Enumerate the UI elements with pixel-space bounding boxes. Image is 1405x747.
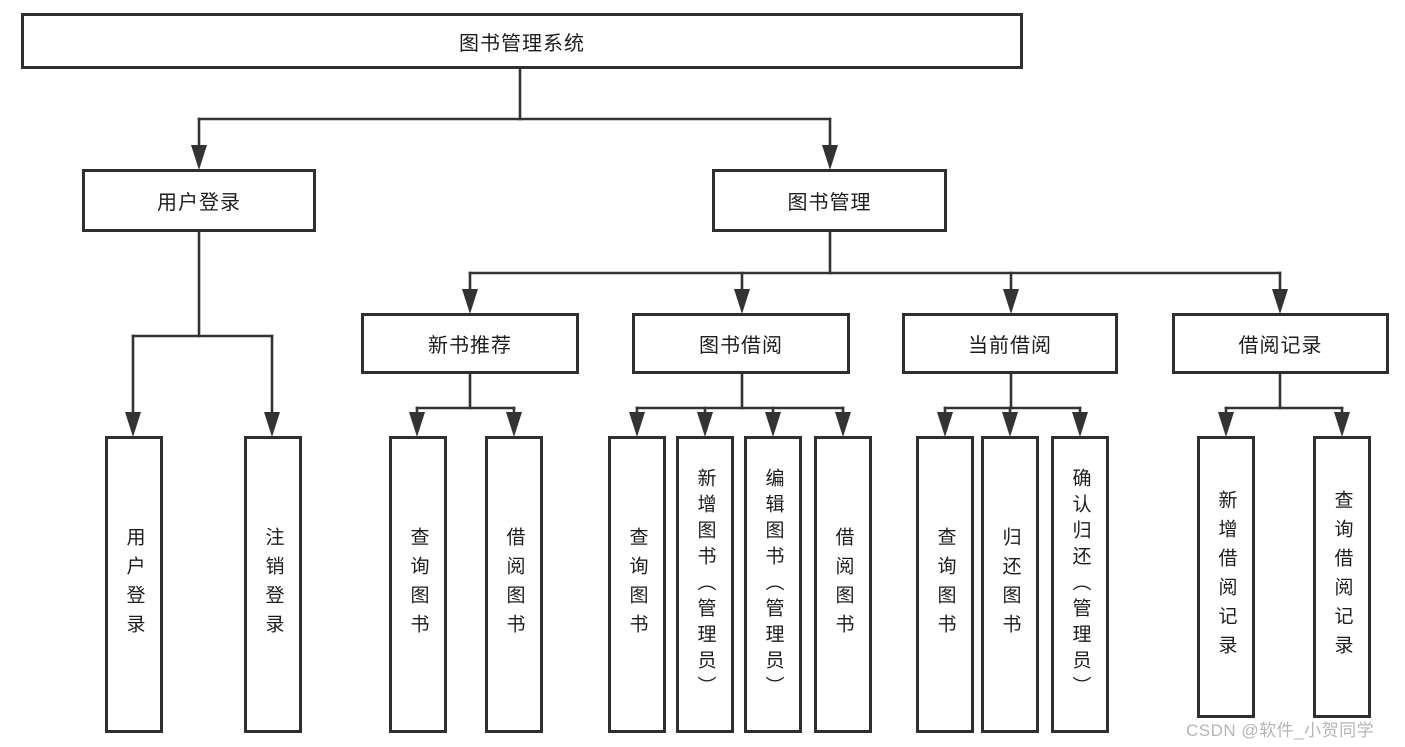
leaf-add-books-admin: 新增图书（管理员） [676, 436, 734, 733]
node-label: 新增借阅记录 [1215, 490, 1237, 664]
node-label: 用户登录 [123, 526, 145, 643]
node-label: 用户登录 [157, 192, 241, 214]
node-label: 借阅记录 [1238, 335, 1323, 357]
leaf-borrow-books: 借阅图书 [814, 436, 872, 733]
node-label: 查询借阅记录 [1331, 490, 1353, 664]
node-label: 新增图书（管理员） [694, 467, 716, 702]
csdn-watermark: CSDN @软件_小贺同学 [1186, 721, 1375, 740]
node-label: 借阅图书 [503, 526, 525, 643]
node-new-book-recommendation: 新书推荐 [361, 313, 579, 374]
leaf-borrow-books-recommend: 借阅图书 [485, 436, 543, 733]
leaf-confirm-return-admin: 确认归还（管理员） [1051, 436, 1109, 733]
leaf-query-books-recommend: 查询图书 [389, 436, 447, 733]
node-label: 图书管理系统 [459, 32, 585, 55]
node-label: 查询图书 [934, 526, 956, 643]
leaf-query-books-current: 查询图书 [916, 436, 974, 733]
node-label: 当前借阅 [968, 335, 1052, 357]
leaf-add-borrow-record: 新增借阅记录 [1197, 436, 1255, 718]
node-book-borrowing: 图书借阅 [632, 313, 850, 374]
leaf-user-login: 用户登录 [105, 436, 163, 733]
leaf-query-books-borrowing: 查询图书 [608, 436, 666, 733]
leaf-return-books: 归还图书 [981, 436, 1039, 733]
leaf-query-borrow-record: 查询借阅记录 [1313, 436, 1371, 718]
node-borrowing-records: 借阅记录 [1172, 313, 1389, 374]
node-label: 归还图书 [999, 526, 1021, 643]
node-label: 图书管理 [787, 192, 872, 214]
node-label: 编辑图书（管理员） [762, 467, 784, 702]
node-label: 查询图书 [626, 526, 648, 643]
leaf-edit-books-admin: 编辑图书（管理员） [744, 436, 802, 733]
node-user-login: 用户登录 [82, 169, 316, 232]
node-label: 新书推荐 [428, 335, 512, 357]
node-label: 借阅图书 [832, 526, 854, 643]
node-label: 图书借阅 [699, 335, 783, 357]
node-label: 注销登录 [262, 526, 284, 643]
node-label: 查询图书 [407, 526, 429, 643]
node-book-management: 图书管理 [712, 169, 947, 232]
node-label: 确认归还（管理员） [1069, 467, 1091, 702]
node-library-management-system: 图书管理系统 [21, 13, 1023, 69]
leaf-logout: 注销登录 [244, 436, 302, 733]
node-current-borrowing: 当前借阅 [902, 313, 1118, 374]
